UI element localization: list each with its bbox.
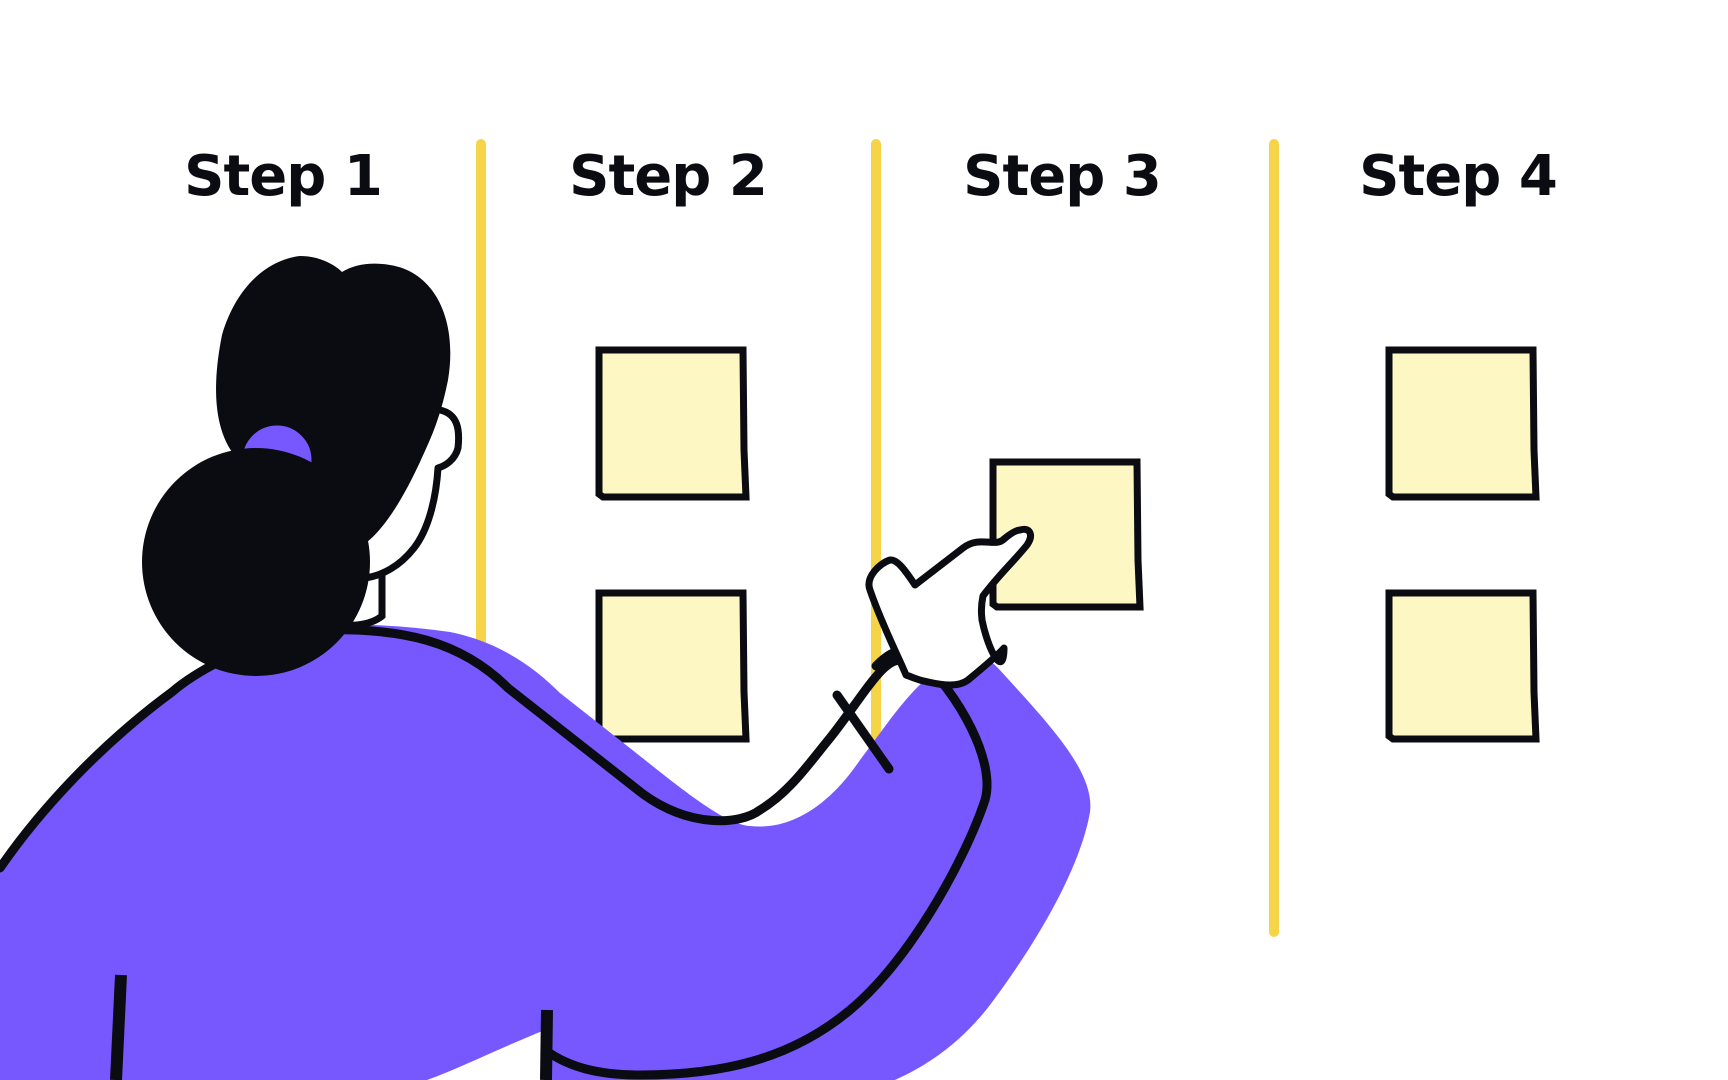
arm-outline bbox=[320, 625, 911, 826]
hair-bun bbox=[142, 448, 370, 676]
sticky-note bbox=[595, 346, 750, 501]
sticky-note bbox=[595, 589, 750, 743]
sticky-note bbox=[1385, 589, 1540, 743]
sweater-seam-right bbox=[540, 1009, 553, 1080]
sleeve-cuff-line bbox=[832, 690, 894, 774]
sweater bbox=[0, 624, 1091, 1080]
step-2-notes bbox=[595, 346, 750, 743]
step-1-title: Step 1 bbox=[184, 144, 383, 209]
pointing-hand bbox=[865, 525, 1034, 689]
sweater-seam-left bbox=[110, 974, 127, 1080]
step-4-title: Step 4 bbox=[1359, 144, 1558, 209]
sticky-note bbox=[1385, 346, 1540, 501]
sticky-note-being-placed bbox=[989, 458, 1144, 611]
step-4-notes bbox=[1385, 346, 1540, 743]
step-3-title: Step 3 bbox=[963, 144, 1162, 209]
person-illustration bbox=[0, 256, 1091, 1080]
step-2-title: Step 2 bbox=[569, 144, 768, 209]
